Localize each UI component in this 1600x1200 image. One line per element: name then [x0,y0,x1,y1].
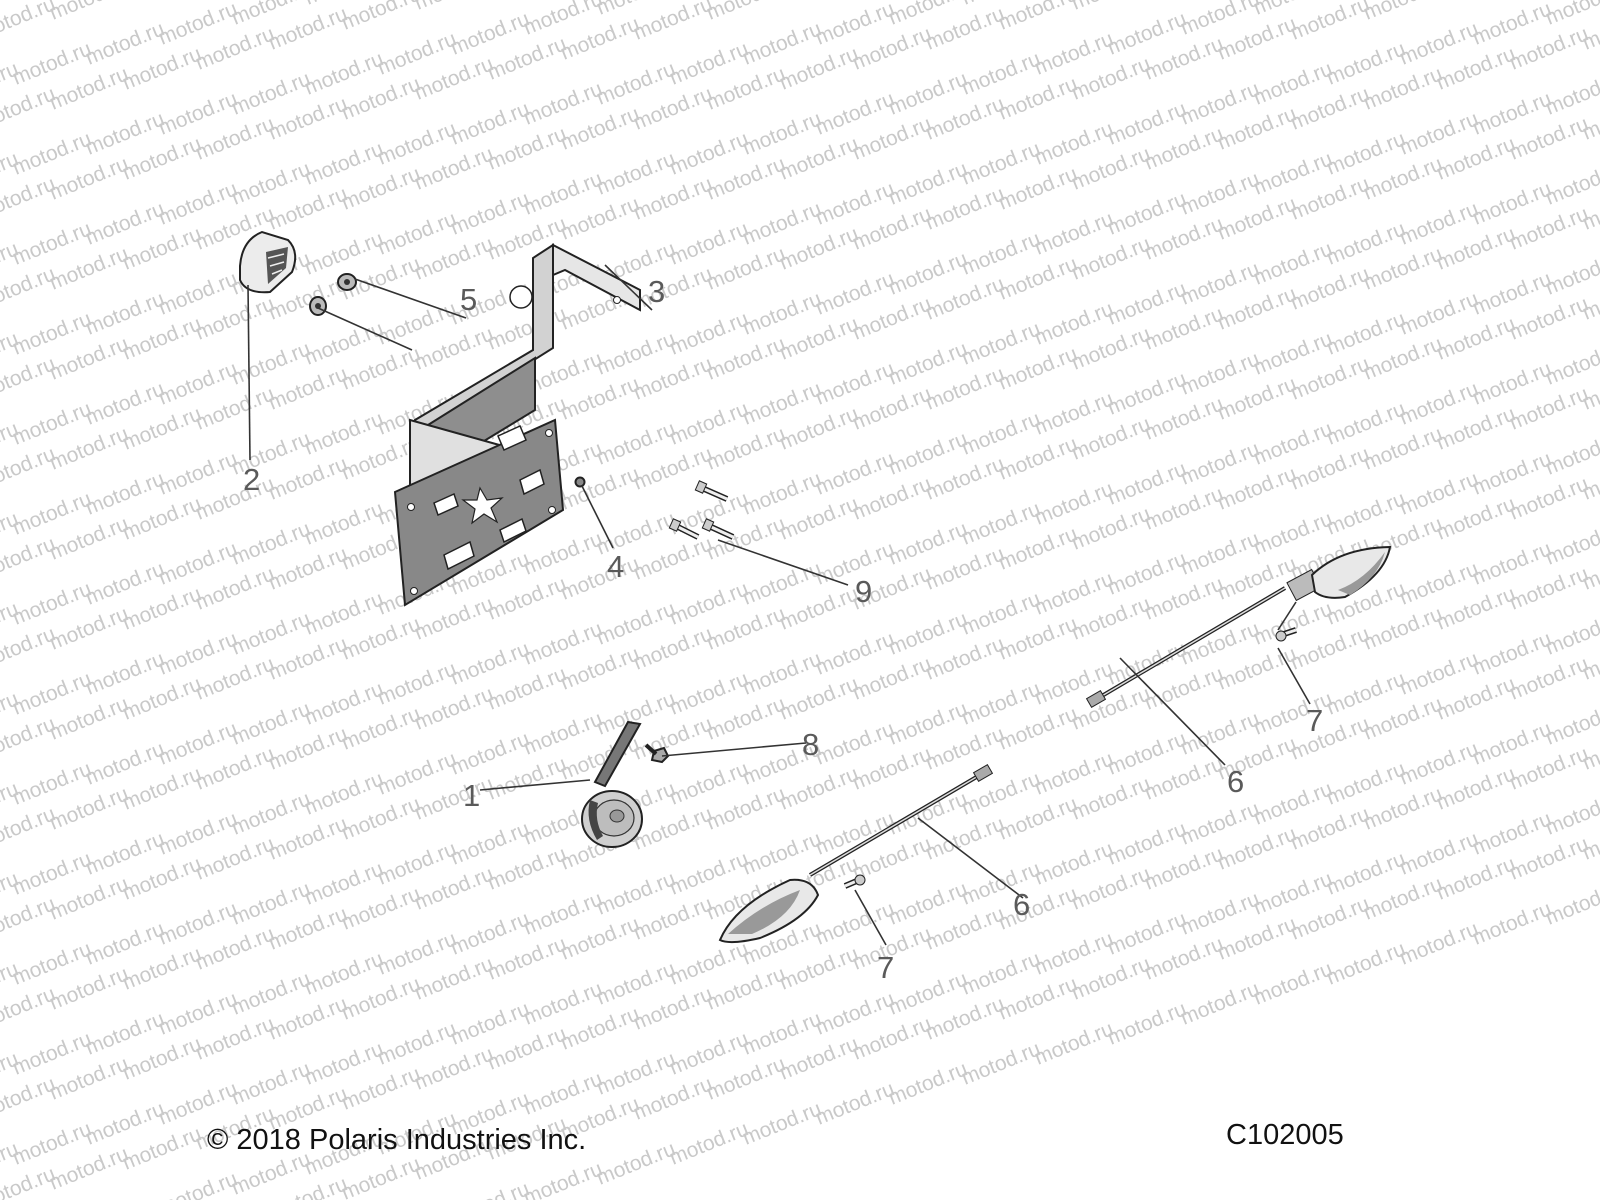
watermark-text: motod.ru [0,532,59,584]
watermark-text: motod.ru [812,1077,897,1129]
callout-4: 4 [607,549,624,584]
mounting-screw [843,874,866,889]
callout-3: 3 [648,274,665,309]
watermark-text: motod.ru [155,1167,240,1200]
watermark-text: motod.ru [0,1072,59,1124]
watermark-text: motod.ru [1177,977,1262,1029]
watermark-text: motod.ru [1542,247,1600,299]
watermark-text: motod.ru [1542,787,1600,839]
callouts: 3 5 2 4 9 1 8 7 6 6 7 [243,274,1323,985]
screw [694,480,729,502]
watermark-text: motod.ru [1542,337,1600,389]
watermark-text: motod.ru [1287,0,1372,45]
watermark-text: motod.ru [520,1157,605,1200]
watermark-text: motod.ru [1031,1017,1116,1069]
diagram-id: C102005 [1226,1119,1344,1151]
watermark-text: motod.ru [1433,0,1518,5]
watermark-text: motod.ru [0,712,59,764]
watermark-text: motod.ru [1323,937,1408,989]
screw [701,518,735,540]
callout-7-left: 7 [877,950,894,985]
watermark-text: motod.ru [1104,997,1189,1049]
watermark-text: motod.ru [1542,67,1600,119]
horn-bolt [644,743,670,764]
watermark-text: motod.ru [0,82,59,134]
watermark-text: motod.ru [0,352,59,404]
watermark-text: motod.ru [1469,897,1554,949]
watermark-text: motod.ru [885,1057,970,1109]
watermark-text: motod.ru [0,982,59,1034]
callout-6-right: 6 [1227,764,1244,799]
mounting-screw [1275,627,1297,642]
watermark-text: motod.ru [995,0,1080,35]
watermark-text: motod.ru [1396,917,1481,969]
watermark-text: motod.ru [0,892,59,944]
watermark-text: motod.ru [0,172,59,224]
copyright-text: © 2018 Polaris Industries Inc. [207,1124,587,1156]
watermark-text: motod.ru [338,0,423,35]
spacer-washer [309,296,327,316]
watermark-text: motod.ru [0,262,59,314]
turn-signal-left [718,763,994,944]
license-plate-light [239,230,297,294]
callout-6-left: 6 [1013,887,1030,922]
watermark-text: motod.ru [0,442,59,494]
watermark-text: motod.ru [1542,0,1600,30]
watermark-text: motod.ru [630,0,715,45]
callout-5: 5 [460,282,477,317]
callout-7-right: 7 [1306,703,1323,738]
watermark-text: motod.ru [1542,427,1600,479]
watermark-text: motod.ru [1360,0,1445,25]
watermark-text: motod.ru [958,1037,1043,1089]
callout-8: 8 [802,727,819,762]
watermark-text: motod.ru [593,1137,678,1189]
watermark-text: motod.ru [411,0,496,15]
watermark-text: motod.ru [1250,957,1335,1009]
watermark-text: motod.ru [1542,607,1600,659]
watermark-text: motod.ru [776,0,861,5]
watermark-text: motod.ru [1542,517,1600,569]
callout-1: 1 [463,778,480,813]
small-nut [574,476,586,488]
horn [581,720,643,848]
watermark-text: motod.ru [666,1117,751,1169]
leader-lines [247,264,1311,946]
watermark-text: motod.ru [0,622,59,674]
screw [668,518,700,540]
watermark-text: motod.ru [703,0,788,25]
watermark-text: motod.ru [739,1097,824,1149]
callout-9: 9 [855,574,872,609]
watermark-text: motod.ru [1542,157,1600,209]
watermark-text: motod.ru [119,0,204,5]
watermark-text: motod.ru [0,802,59,854]
watermark-text: motod.ru [46,0,131,25]
watermark-text: motod.ru [1542,877,1600,929]
watermark-text: motod.ru [1542,697,1600,749]
license-plate-bracket [393,243,641,607]
nut [337,273,357,291]
watermark-text: motod.ru [1068,0,1153,15]
turn-signal-right [1085,545,1392,709]
callout-2: 2 [243,462,260,497]
